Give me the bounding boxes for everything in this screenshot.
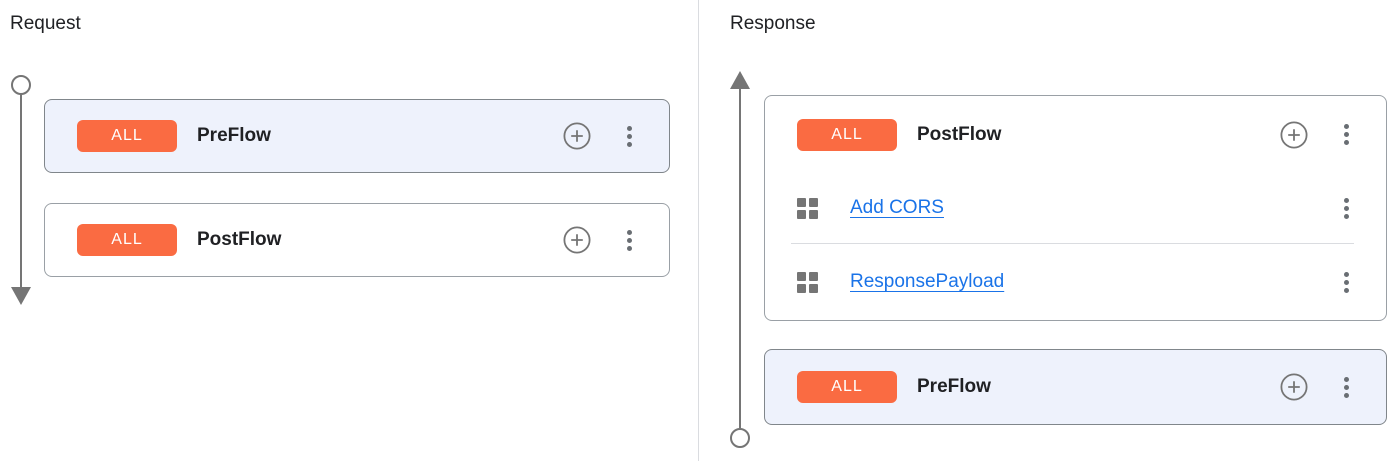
- flow-menu-button[interactable]: [619, 226, 639, 254]
- request-preflow-card[interactable]: ALL PreFlow: [44, 99, 670, 173]
- panel-divider: [698, 0, 699, 461]
- plus-circle-icon: [1280, 120, 1308, 149]
- policy-link-responsepayload[interactable]: ResponsePayload: [850, 271, 1005, 292]
- request-panel-title: Request: [10, 13, 81, 34]
- timeline-arrow-up-icon: [730, 71, 750, 89]
- policy-grid-icon: [797, 271, 818, 293]
- policy-link-add-cors[interactable]: Add CORS: [850, 197, 944, 218]
- kebab-icon: [1343, 124, 1349, 145]
- add-policy-button[interactable]: [1280, 373, 1308, 401]
- flow-name: PreFlow: [197, 125, 271, 146]
- response-postflow-card[interactable]: ALL PostFlow Add CORS: [764, 95, 1387, 321]
- condition-badge: ALL: [797, 118, 897, 151]
- policy-grid-icon: [797, 197, 818, 219]
- timeline-start-circle: [11, 75, 31, 95]
- plus-circle-icon: [563, 226, 591, 254]
- kebab-icon: [626, 125, 632, 147]
- condition-badge: ALL: [77, 120, 177, 152]
- policy-menu-button[interactable]: [1336, 268, 1356, 296]
- condition-badge: ALL: [77, 224, 177, 256]
- kebab-icon: [1343, 271, 1349, 293]
- plus-circle-icon: [563, 122, 591, 150]
- kebab-icon: [1343, 376, 1349, 398]
- policy-divider: [791, 243, 1354, 244]
- add-policy-button[interactable]: [563, 122, 591, 150]
- timeline-line: [739, 88, 741, 428]
- response-preflow-card[interactable]: ALL PreFlow: [764, 349, 1387, 425]
- flow-menu-button[interactable]: [619, 122, 639, 150]
- add-policy-button[interactable]: [1280, 120, 1308, 149]
- policy-row: ResponsePayload: [765, 244, 1386, 320]
- flow-name: PostFlow: [917, 123, 1002, 145]
- flow-menu-button[interactable]: [1336, 121, 1356, 149]
- timeline-end-circle: [730, 428, 750, 448]
- flow-menu-button[interactable]: [1336, 373, 1356, 401]
- timeline-line: [20, 94, 22, 288]
- policy-row: Add CORS: [765, 173, 1386, 243]
- add-policy-button[interactable]: [563, 226, 591, 254]
- plus-circle-icon: [1280, 373, 1308, 401]
- condition-badge: ALL: [797, 371, 897, 403]
- flow-name: PreFlow: [917, 376, 991, 397]
- response-panel-title: Response: [730, 13, 816, 34]
- kebab-icon: [1343, 197, 1349, 219]
- flow-name: PostFlow: [197, 229, 282, 250]
- kebab-icon: [626, 229, 632, 251]
- timeline-arrow-down-icon: [11, 287, 31, 305]
- request-postflow-card[interactable]: ALL PostFlow: [44, 203, 670, 277]
- policy-menu-button[interactable]: [1336, 194, 1356, 222]
